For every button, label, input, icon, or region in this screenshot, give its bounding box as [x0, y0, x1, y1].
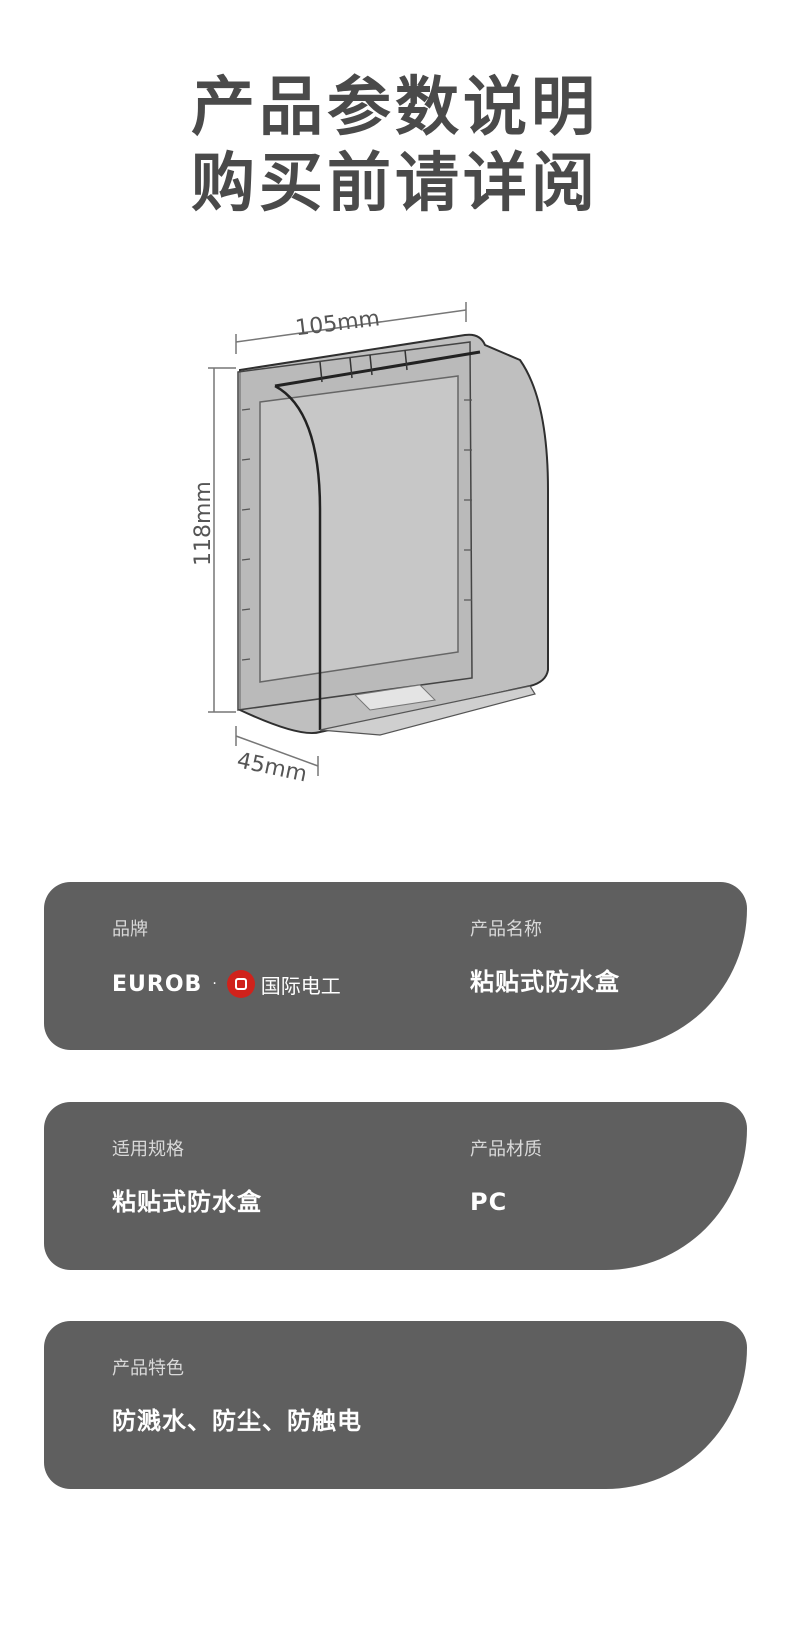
applicable-spec-label: 适用规格 [112, 1139, 184, 1160]
features-label: 产品特色 [112, 1358, 184, 1379]
heading-line-1: 产品参数说明 [191, 71, 599, 145]
width-dimension-label: 105mm [294, 306, 381, 341]
brand-chinese-name: 国际电工 [260, 973, 341, 998]
material-field: 产品材质 PC [470, 1138, 542, 1218]
brand-separator: · [212, 976, 217, 992]
depth-dimension-label: 45mm [235, 748, 310, 787]
features-value: 防溅水、防尘、防触电 [112, 1407, 362, 1435]
product-dimension-figure: 105mm 118mm 45mm [180, 290, 600, 810]
brand-logo: EUROB · 国际电工 [112, 968, 341, 1000]
material-label: 产品材质 [470, 1139, 542, 1160]
applicable-spec-field: 适用规格 粘贴式防水盒 [112, 1138, 262, 1218]
product-name-value: 粘贴式防水盒 [470, 968, 620, 996]
spec-card-brand-name: 品牌 EUROB · 国际电工 产品名称 粘贴式防水盒 [44, 882, 747, 1050]
brand-seal-icon [226, 970, 255, 998]
applicable-spec-value: 粘贴式防水盒 [112, 1188, 262, 1216]
brand-field: 品牌 EUROB · 国际电工 [112, 918, 341, 1000]
brand-label: 品牌 [112, 919, 148, 940]
depth-dimension-line [235, 735, 319, 767]
product-name-label: 产品名称 [470, 919, 542, 940]
heading-line-2: 购买前请详阅 [191, 147, 599, 221]
width-dimension-line [235, 309, 467, 343]
page-heading: 产品参数说明 购买前请详阅 [0, 70, 790, 222]
spec-card-size-material: 适用规格 粘贴式防水盒 产品材质 PC [44, 1102, 747, 1270]
waterproof-box-illustration: 105mm 118mm 45mm [191, 302, 549, 787]
brand-latin-name: EUROB [112, 971, 203, 997]
spec-card-features: 产品特色 防溅水、防尘、防触电 [44, 1321, 747, 1489]
product-name-field: 产品名称 粘贴式防水盒 [470, 918, 620, 998]
features-field: 产品特色 防溅水、防尘、防触电 [112, 1357, 362, 1437]
material-value: PC [470, 1188, 508, 1216]
height-dimension-label: 118mm [191, 481, 216, 566]
